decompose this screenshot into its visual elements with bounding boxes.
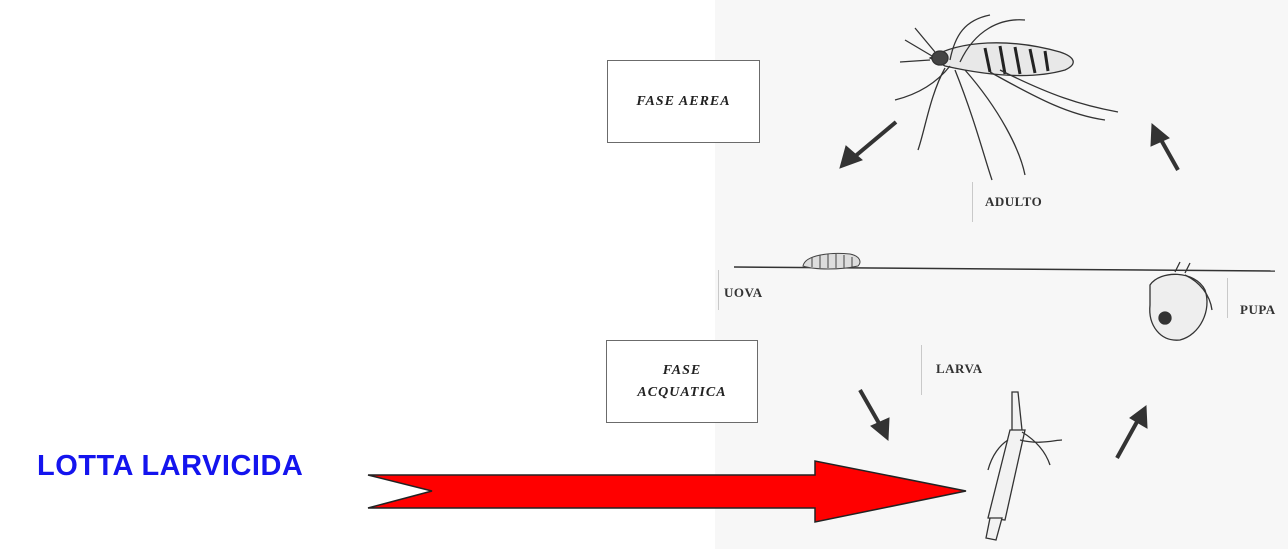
pupa-stage-label: PUPA [1240,302,1276,317]
larva-label-tick [921,345,922,395]
adult-stage-label: ADULTO [985,194,1043,209]
egg-raft-illustration [802,252,861,270]
arrow-eggs-to-larva [858,389,882,426]
adult-label-tick [972,182,973,222]
arrow-larva-to-pupa [1115,419,1140,459]
larva-stage-label: LARVA [936,361,983,376]
eggs-stage-label: UOVA [724,285,763,300]
adult-mosquito-illustration [894,14,1119,181]
aquatic-phase-box: FASE ACQUATICA [606,340,758,423]
aerial-phase-label: FASE AEREA [636,93,731,109]
eggs-label-tick [718,270,719,310]
cycle-arrows [839,120,1180,459]
pupa-label-tick [1227,278,1228,318]
arrow-adult-to-eggs [851,120,898,160]
larvicide-red-arrow [367,460,967,523]
aquatic-phase-label-line1: FASE [662,362,702,378]
larva-illustration [985,391,1063,541]
arrow-pupa-to-adult [1158,137,1180,171]
aquatic-phase-label-line2: ACQUATICA [637,384,727,400]
aerial-phase-box: FASE AEREA [607,60,760,143]
pupa-illustration [1149,261,1213,341]
life-cycle-panel [715,0,1288,549]
larvicide-title: LOTTA LARVICIDA [37,450,304,482]
